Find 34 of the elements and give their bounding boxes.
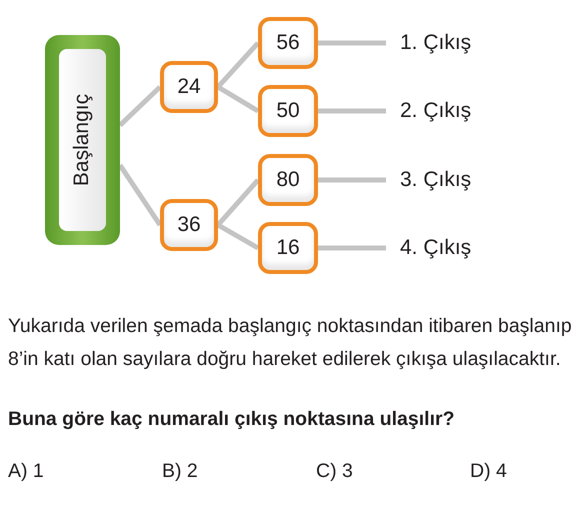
number-box <box>258 85 318 137</box>
connector-line <box>318 108 386 114</box>
exit-label: 4. Çıkış <box>400 236 472 260</box>
number-label: 16 <box>276 236 300 260</box>
answer-option: B) 2 <box>162 455 282 488</box>
answer-option: C) 3 <box>316 455 436 488</box>
connector-line <box>318 178 386 182</box>
connector-line <box>216 222 260 250</box>
number-label: 24 <box>177 75 201 99</box>
start-label: Başlangıç <box>70 94 94 186</box>
number-box <box>160 199 218 251</box>
number-label: 56 <box>276 31 300 55</box>
number-box <box>160 61 218 113</box>
exit-label: 1. Çıkış <box>400 31 472 55</box>
exit-label: 2. Çıkış <box>400 99 472 123</box>
number-box <box>258 17 318 69</box>
connector-line <box>216 41 260 89</box>
question-text: Buna göre kaç numaralı çıkış noktasına ulaşılır? <box>8 407 456 432</box>
connector-line <box>318 246 386 250</box>
number-box <box>258 222 318 274</box>
connector-line <box>118 85 162 128</box>
exit-label: 3. Çıkış <box>400 168 472 192</box>
connector-line <box>216 178 260 227</box>
number-label: 80 <box>276 168 300 192</box>
connector-line <box>216 84 260 114</box>
answer-option: A) 1 <box>8 455 128 488</box>
number-label: 36 <box>177 213 201 237</box>
paragraph-text: Yukarıda verilen şemada başlangıç noktasından itibaren başlanıp 8’in katı olan sayılara doğru hareket edilerek çıkışa ulaşılacaktır. <box>8 314 573 372</box>
number-label: 50 <box>276 99 300 123</box>
connector-line <box>318 40 386 46</box>
start-box <box>45 35 120 245</box>
number-box <box>258 154 318 206</box>
answer-option: D) 4 <box>470 455 570 488</box>
connector-line <box>118 164 162 226</box>
